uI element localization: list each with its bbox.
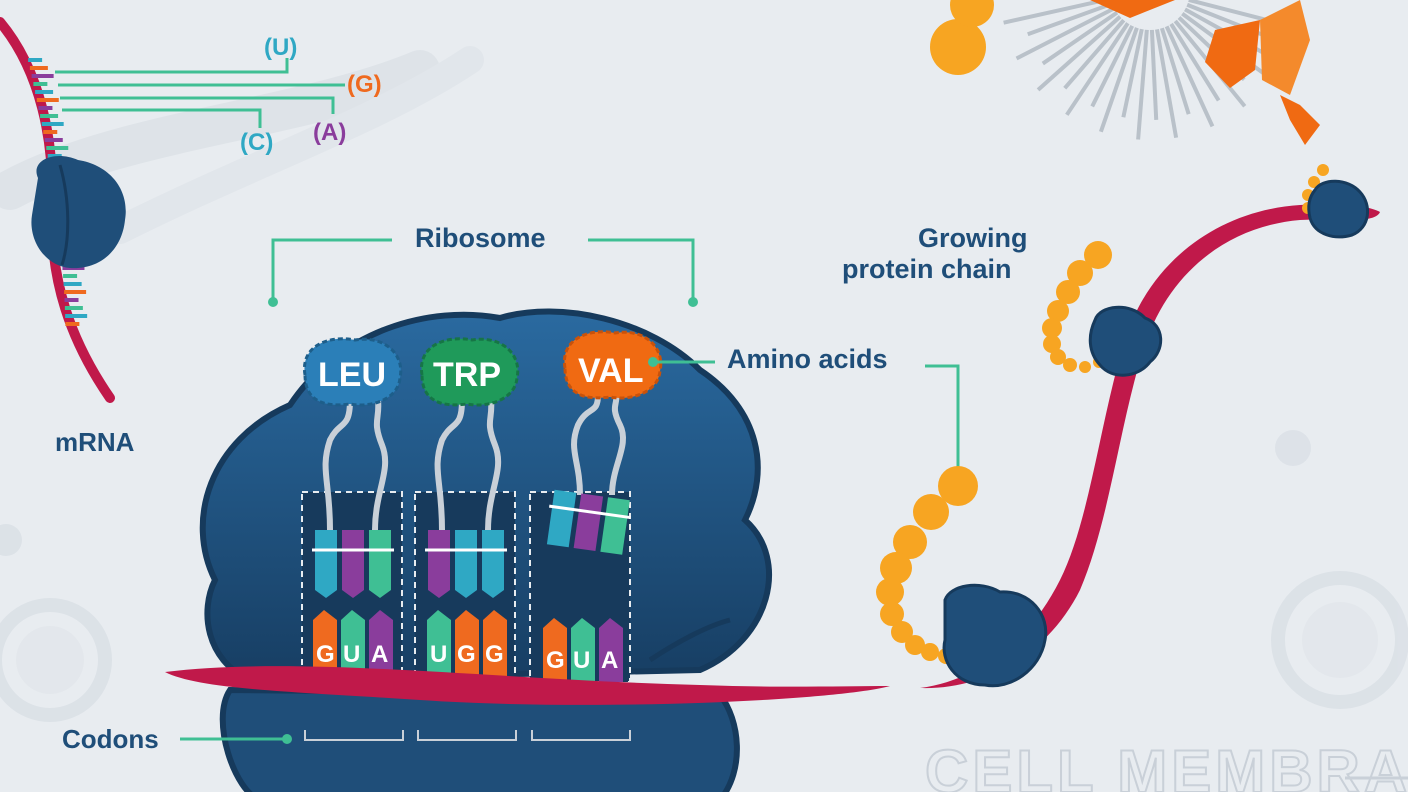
mrna-base-tick	[46, 146, 69, 150]
mrna-base-tick	[47, 154, 62, 158]
burst-ray	[1164, 25, 1215, 128]
amino-acid-bead	[893, 525, 927, 559]
ribosome-callout: Ribosome	[268, 223, 698, 307]
trp-codon-base-3: G	[485, 641, 504, 668]
growing-chain-label-line2: protein chain	[842, 254, 1012, 284]
amino-acid-bead	[880, 602, 904, 626]
amino-acids-callout: Amino acids	[648, 344, 960, 478]
mrna-base-tick	[65, 322, 80, 326]
amino-acid-bead	[938, 466, 978, 506]
amino-acid-bead	[1317, 164, 1329, 176]
burst-ray	[1169, 22, 1221, 102]
folded-protein-burst	[930, 0, 1320, 145]
burst-ray	[1098, 27, 1139, 133]
mrna-base-tick	[29, 66, 48, 70]
amino-acid-bead	[1084, 241, 1112, 269]
amino-acid-bead	[913, 494, 949, 530]
leu-label: LEU	[318, 356, 386, 394]
burst-ray	[1027, 1, 1114, 37]
burst-ray	[1121, 28, 1144, 118]
val-label: VAL	[578, 352, 643, 390]
codons-label: Codons	[62, 724, 159, 754]
ribosome-upper	[1088, 305, 1163, 377]
nucleotide-u-label: (U)	[264, 34, 297, 61]
leu-codon-base-2: U	[343, 641, 360, 668]
trna-val: G U A VAL	[529, 330, 663, 683]
amino-acid-bead	[1063, 358, 1077, 372]
leu-codon-base-1: G	[316, 641, 335, 668]
burst-ray	[1041, 10, 1119, 66]
mrna-base-tick	[64, 290, 87, 294]
val-codon-base-1: G	[546, 647, 565, 674]
mrna-base-tick	[33, 82, 48, 86]
nucleotide-a-label: (A)	[313, 119, 346, 146]
ribosome-label: Ribosome	[415, 223, 546, 253]
mrna-base-tick	[31, 74, 54, 78]
trna-leu: G U A LEU	[301, 337, 403, 683]
nucleotide-g-label: (G)	[347, 71, 382, 98]
mrna-base-tick	[38, 106, 53, 110]
trna-trp: U G G TRP	[414, 337, 520, 683]
amino-acid-bead	[1056, 280, 1080, 304]
amino-acids-label: Amino acids	[727, 344, 888, 374]
burst-ray	[1063, 18, 1126, 90]
burst-ray	[1159, 27, 1191, 115]
cell-membrane-label: CELL MEMBRANE	[925, 738, 1408, 792]
val-codon-base-3: A	[601, 647, 618, 674]
burst-ray	[1015, 6, 1116, 61]
burst-ray	[1090, 24, 1135, 108]
amino-acid-bead	[1079, 361, 1091, 373]
trp-codon-base-1: U	[430, 641, 447, 668]
nucleotide-c-label: (C)	[240, 129, 273, 156]
amino-acid-bead	[1050, 349, 1066, 365]
mrna-label: mRNA	[55, 427, 135, 457]
burst-ray	[1149, 29, 1159, 120]
mrna-strand-right	[920, 203, 1380, 689]
mrna-base-tick	[65, 314, 88, 318]
burst-ray	[1036, 15, 1122, 92]
trna-group: G U A LEU U G G TRP	[301, 330, 663, 683]
amino-acid-bead	[880, 552, 912, 584]
burst-ray	[1003, 0, 1112, 25]
amino-acid-bead	[1047, 300, 1069, 322]
trp-codon-base-2: G	[457, 641, 476, 668]
growing-chain-label-line1: Growing	[918, 223, 1028, 253]
nucleotide-legend: (U) (G) (A) (C)	[55, 34, 382, 156]
burst-ray	[1154, 29, 1179, 139]
burst-ray	[1188, 0, 1277, 25]
amino-acid-bead	[921, 643, 939, 661]
mrna-base-tick	[64, 298, 79, 302]
amino-acid-bead	[891, 621, 913, 643]
mrna-base-tick	[44, 138, 63, 142]
amino-acid-bead	[1042, 318, 1062, 338]
mrna-base-tick	[28, 58, 43, 62]
mrna-strand-small	[0, 17, 126, 403]
ribosome-mid	[942, 583, 1048, 688]
mrna-base-tick	[35, 90, 54, 94]
burst-ray	[1136, 29, 1149, 140]
amino-acid-bead	[1043, 335, 1061, 353]
ribosome-small	[31, 156, 126, 269]
amino-acid-bead	[1308, 176, 1320, 188]
mrna-base-tick	[63, 274, 78, 278]
ribosome-top	[1307, 179, 1369, 239]
mrna-strand-main	[165, 666, 890, 705]
mrna-base-tick	[64, 306, 83, 310]
codon-brackets	[304, 730, 631, 741]
mrna-base-tick	[40, 114, 59, 118]
mrna-base-tick	[36, 98, 59, 102]
trp-label: TRP	[433, 356, 501, 394]
amino-acid-bead	[905, 635, 925, 655]
leu-codon-base-3: A	[371, 641, 388, 668]
burst-ray	[1065, 22, 1130, 116]
amino-acid-bead	[1067, 260, 1093, 286]
amino-acid-bead	[876, 578, 904, 606]
mrna-base-tick	[63, 282, 82, 286]
mrna-base-tick	[41, 122, 64, 126]
val-codon-base-2: U	[573, 647, 590, 674]
mrna-base-tick	[43, 130, 58, 134]
